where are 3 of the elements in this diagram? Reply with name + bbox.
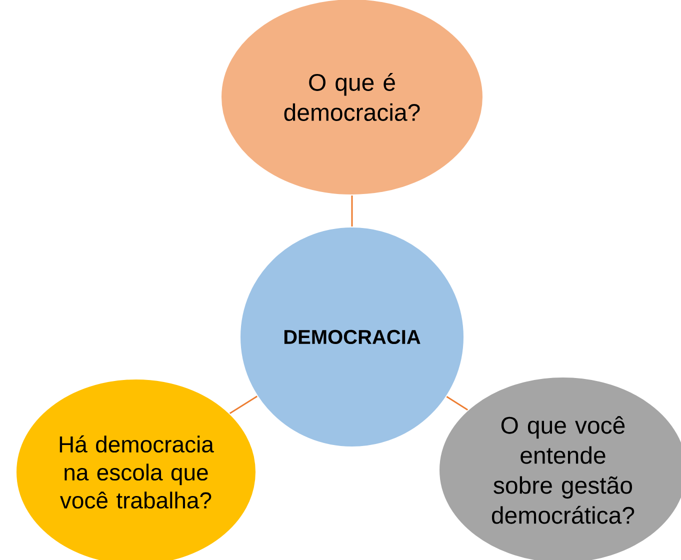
connector-line bbox=[446, 396, 468, 411]
connector-line bbox=[229, 396, 258, 414]
connector-line bbox=[351, 196, 353, 226]
